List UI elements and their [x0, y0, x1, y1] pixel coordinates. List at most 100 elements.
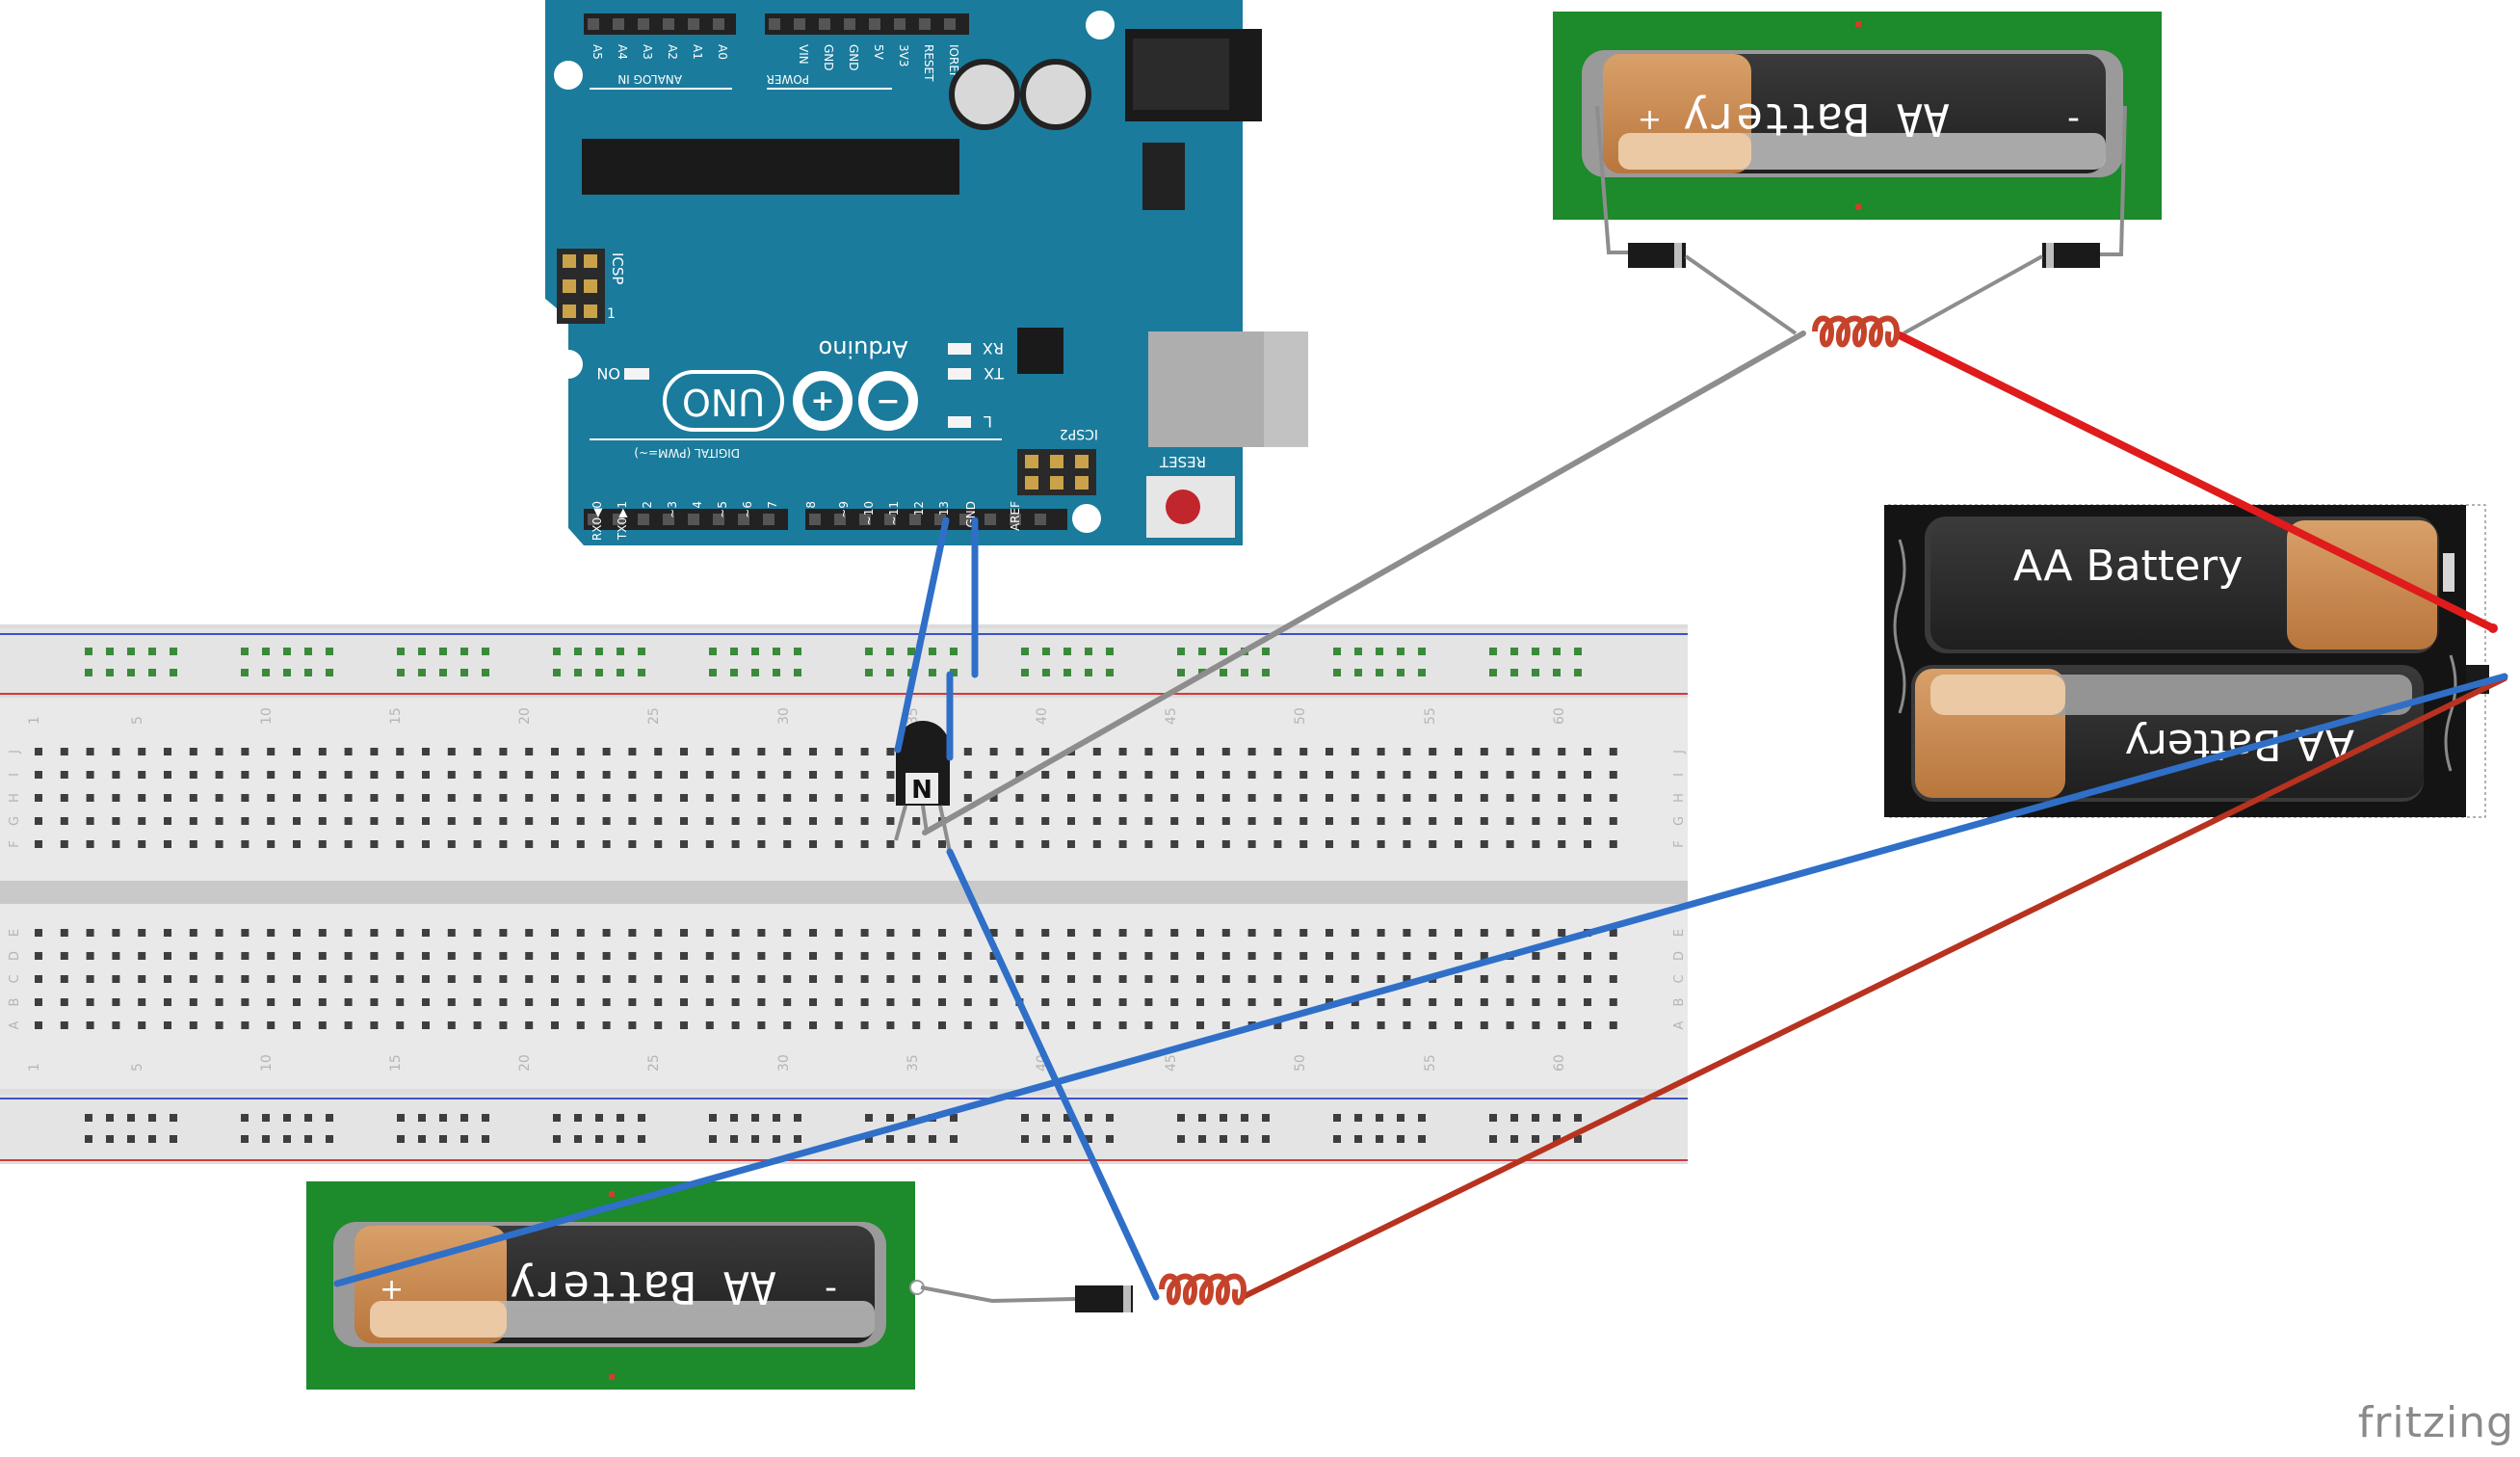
breadboard-hole[interactable]	[138, 1021, 146, 1029]
rail-hole[interactable]	[907, 1114, 915, 1122]
breadboard-hole[interactable]	[370, 1021, 379, 1029]
breadboard-hole[interactable]	[602, 771, 611, 779]
breadboard-hole[interactable]	[447, 840, 456, 848]
breadboard-hole[interactable]	[344, 840, 353, 848]
breadboard-hole[interactable]	[1480, 998, 1488, 1006]
breadboard-hole[interactable]	[654, 998, 663, 1006]
header-pin[interactable]	[588, 514, 599, 525]
breadboard-hole[interactable]	[35, 929, 42, 937]
rail-hole[interactable]	[794, 1114, 801, 1122]
rail-hole[interactable]	[1489, 1135, 1497, 1143]
breadboard-hole[interactable]	[551, 998, 559, 1006]
breadboard-hole[interactable]	[705, 952, 714, 960]
breadboard-hole[interactable]	[1429, 998, 1437, 1006]
breadboard-hole[interactable]	[1144, 952, 1153, 960]
rail-hole[interactable]	[638, 648, 645, 655]
breadboard-hole[interactable]	[602, 1021, 611, 1029]
breadboard-hole[interactable]	[60, 748, 68, 755]
breadboard-hole[interactable]	[576, 952, 585, 960]
breadboard-hole[interactable]	[215, 794, 223, 802]
rail-hole[interactable]	[773, 669, 780, 676]
breadboard-hole[interactable]	[1558, 840, 1566, 848]
breadboard-hole[interactable]	[628, 998, 637, 1006]
breadboard-hole[interactable]	[164, 952, 171, 960]
breadboard-hole[interactable]	[628, 1021, 637, 1029]
breadboard-hole[interactable]	[447, 748, 456, 755]
breadboard-hole[interactable]	[1196, 817, 1204, 825]
rail-hole[interactable]	[326, 648, 333, 655]
breadboard-hole[interactable]	[1247, 771, 1256, 779]
header-pin[interactable]	[869, 18, 880, 30]
header-pin[interactable]	[738, 514, 749, 525]
breadboard-hole[interactable]	[705, 817, 714, 825]
rail-hole[interactable]	[460, 669, 468, 676]
breadboard-hole[interactable]	[1067, 952, 1075, 960]
breadboard-hole[interactable]	[1609, 1021, 1617, 1029]
breadboard-hole[interactable]	[138, 840, 146, 848]
breadboard-hole[interactable]	[680, 998, 688, 1006]
breadboard-hole[interactable]	[1273, 840, 1282, 848]
breadboard-hole[interactable]	[1584, 952, 1591, 960]
breadboard-hole[interactable]	[112, 794, 120, 802]
breadboard-hole[interactable]	[1584, 748, 1591, 755]
breadboard-hole[interactable]	[35, 1021, 42, 1029]
breadboard-hole[interactable]	[1041, 771, 1050, 779]
breadboard-hole[interactable]	[963, 748, 972, 755]
breadboard-hole[interactable]	[1351, 794, 1359, 802]
breadboard-hole[interactable]	[60, 840, 68, 848]
header-pin[interactable]	[844, 18, 855, 30]
breadboard-hole[interactable]	[215, 771, 223, 779]
rail-hole[interactable]	[1198, 1135, 1206, 1143]
breadboard-hole[interactable]	[396, 929, 405, 937]
breadboard-hole[interactable]	[1403, 748, 1411, 755]
breadboard-hole[interactable]	[1118, 748, 1127, 755]
breadboard-hole[interactable]	[1377, 817, 1385, 825]
breadboard-hole[interactable]	[164, 1021, 171, 1029]
header-pin[interactable]	[688, 18, 699, 30]
breadboard-hole[interactable]	[293, 998, 301, 1006]
rail-hole[interactable]	[574, 669, 582, 676]
breadboard-hole[interactable]	[344, 794, 353, 802]
breadboard-hole[interactable]	[1377, 929, 1385, 937]
breadboard-hole[interactable]	[112, 975, 120, 983]
breadboard-hole[interactable]	[1196, 998, 1204, 1006]
breadboard-hole[interactable]	[473, 771, 482, 779]
breadboard-hole[interactable]	[60, 929, 68, 937]
rail-hole[interactable]	[1354, 648, 1362, 655]
breadboard-hole[interactable]	[654, 794, 663, 802]
breadboard-hole[interactable]	[963, 975, 972, 983]
breadboard-hole[interactable]	[1144, 840, 1153, 848]
breadboard-hole[interactable]	[344, 771, 353, 779]
breadboard-hole[interactable]	[1351, 975, 1359, 983]
breadboard-hole[interactable]	[241, 975, 249, 983]
breadboard-hole[interactable]	[576, 771, 585, 779]
breadboard-hole[interactable]	[1326, 929, 1333, 937]
breadboard-hole[interactable]	[1351, 817, 1359, 825]
breadboard-hole[interactable]	[447, 929, 456, 937]
breadboard-hole[interactable]	[1067, 794, 1075, 802]
breadboard-hole[interactable]	[1299, 975, 1308, 983]
breadboard-hole[interactable]	[396, 952, 405, 960]
breadboard-hole[interactable]	[138, 998, 146, 1006]
breadboard-hole[interactable]	[705, 771, 714, 779]
breadboard-hole[interactable]	[241, 817, 249, 825]
rail-hole[interactable]	[148, 648, 156, 655]
breadboard-hole[interactable]	[989, 771, 998, 779]
rail-hole[interactable]	[1376, 1114, 1383, 1122]
rail-hole[interactable]	[1262, 648, 1270, 655]
header-pin[interactable]	[713, 514, 724, 525]
breadboard-hole[interactable]	[1092, 975, 1101, 983]
breadboard-hole[interactable]	[551, 1021, 559, 1029]
breadboard-hole[interactable]	[834, 817, 843, 825]
breadboard-hole[interactable]	[1067, 975, 1075, 983]
breadboard-hole[interactable]	[783, 748, 792, 755]
breadboard-hole[interactable]	[809, 794, 817, 802]
breadboard-hole[interactable]	[654, 817, 663, 825]
breadboard-hole[interactable]	[912, 998, 921, 1006]
breadboard-hole[interactable]	[963, 952, 972, 960]
breadboard-hole[interactable]	[138, 748, 146, 755]
breadboard-hole[interactable]	[551, 748, 559, 755]
breadboard-hole[interactable]	[267, 771, 276, 779]
breadboard-hole[interactable]	[473, 952, 482, 960]
breadboard-hole[interactable]	[1429, 929, 1437, 937]
